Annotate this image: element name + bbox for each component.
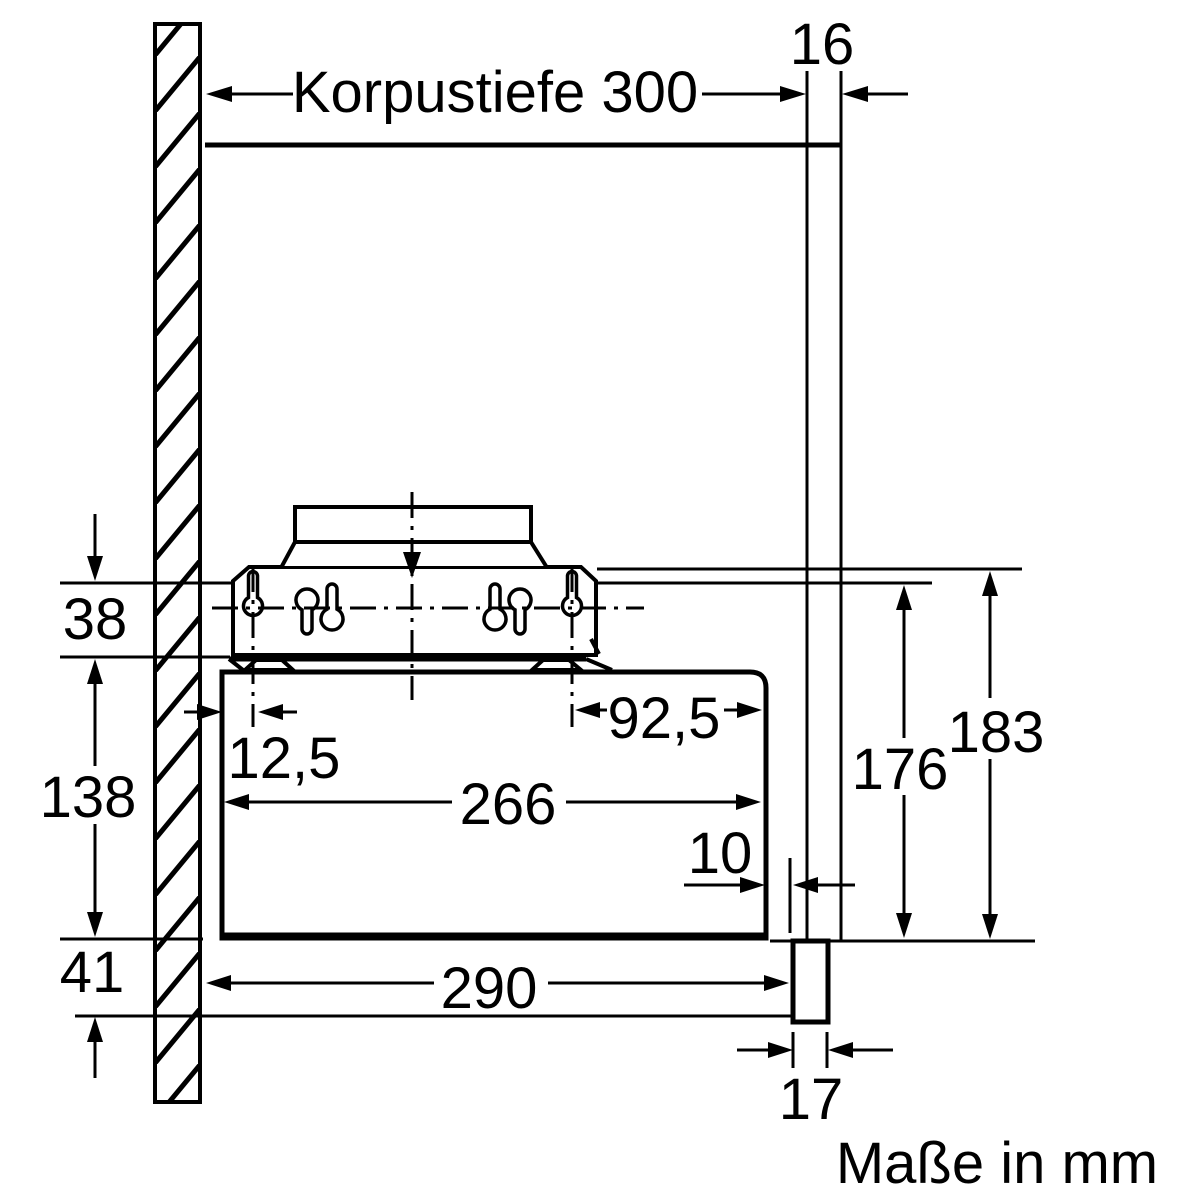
rail-end-left bbox=[227, 657, 245, 672]
hood-body-outline bbox=[219, 669, 769, 941]
dim-138: 138 bbox=[40, 659, 137, 937]
extension-lines bbox=[60, 567, 1035, 1068]
dim-41: 41 bbox=[60, 940, 125, 1078]
rail-foot-right bbox=[526, 658, 587, 672]
centerlines bbox=[212, 492, 644, 727]
dimension-label: 266 bbox=[460, 772, 557, 837]
arrowhead bbox=[87, 1017, 103, 1042]
arrowhead bbox=[258, 704, 283, 720]
arrowhead bbox=[842, 86, 868, 102]
dimension-label: 12,5 bbox=[228, 726, 341, 791]
dimension-label: 183 bbox=[948, 700, 1045, 765]
arrowhead bbox=[740, 877, 765, 893]
dimension-label: Korpustiefe 300 bbox=[292, 60, 698, 125]
arrowhead bbox=[206, 86, 232, 102]
rail-end-right bbox=[585, 657, 613, 672]
dim-290: 290 bbox=[206, 956, 789, 1021]
dimension-label: 138 bbox=[40, 765, 137, 830]
dim-17: 17 bbox=[737, 1042, 893, 1132]
keyhole-slot bbox=[319, 582, 345, 632]
arrowhead bbox=[197, 704, 222, 720]
door-panel bbox=[790, 938, 831, 1025]
rail-foot-left bbox=[239, 658, 299, 672]
arrowhead bbox=[737, 702, 762, 718]
dimension-label: 92,5 bbox=[608, 686, 721, 751]
dimension-label: 176 bbox=[852, 737, 949, 802]
arrowhead bbox=[736, 794, 761, 810]
dim-38: 38 bbox=[63, 514, 128, 652]
bracket-plate bbox=[231, 565, 598, 657]
dim-12-5: 12,5 bbox=[184, 704, 340, 791]
wall-section bbox=[153, 22, 202, 1104]
bracket-hook bbox=[589, 638, 601, 655]
arrowhead bbox=[575, 702, 600, 718]
dimension-label: 41 bbox=[60, 940, 125, 1005]
arrowhead bbox=[982, 914, 998, 939]
center-arrow-head bbox=[403, 552, 421, 578]
wall-hatch bbox=[153, 22, 202, 1104]
arrowhead bbox=[828, 1042, 853, 1058]
dimension-label: 290 bbox=[441, 956, 538, 1021]
units-note: Maße in mm bbox=[836, 1131, 1158, 1196]
arrowhead bbox=[768, 1042, 793, 1058]
arrowhead bbox=[87, 556, 103, 581]
dim-176: 176 bbox=[852, 585, 949, 938]
dimension-label: 17 bbox=[779, 1067, 844, 1132]
dim-16: 16 bbox=[790, 12, 908, 102]
dim-183: 183 bbox=[948, 571, 1045, 939]
arrowhead bbox=[206, 975, 231, 991]
arrowhead bbox=[793, 877, 818, 893]
dimension-label: 10 bbox=[688, 821, 753, 886]
mounting-bracket bbox=[227, 565, 613, 672]
dim-korpustiefe-300: Korpustiefe 300 bbox=[206, 60, 806, 125]
arrowhead bbox=[896, 913, 912, 938]
dim-266: 266 bbox=[224, 772, 761, 837]
arrowhead bbox=[896, 585, 912, 610]
dimension-label: 38 bbox=[63, 587, 128, 652]
arrowhead bbox=[224, 794, 249, 810]
arrowhead bbox=[87, 659, 103, 684]
arrowhead bbox=[982, 571, 998, 596]
dim-92-5: 92,5 bbox=[575, 686, 762, 751]
keyhole-slot bbox=[294, 587, 320, 636]
arrowhead bbox=[780, 86, 806, 102]
hood-body bbox=[219, 669, 769, 941]
keyhole-slot bbox=[507, 587, 533, 636]
dimension-label: 16 bbox=[790, 12, 855, 77]
arrowhead bbox=[764, 975, 789, 991]
arrowhead bbox=[87, 912, 103, 937]
cabinet bbox=[205, 71, 843, 940]
dim-10: 10 bbox=[684, 821, 855, 893]
